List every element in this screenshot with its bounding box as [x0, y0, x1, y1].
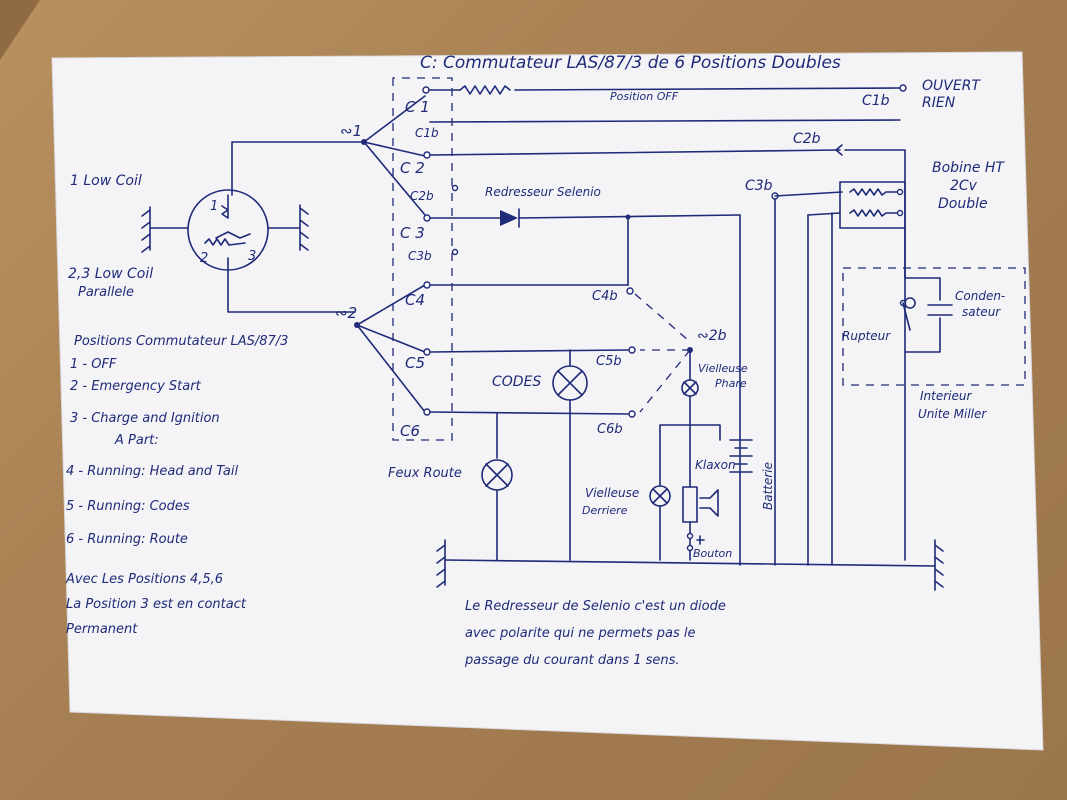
footer-line-1: Le Redresseur de Selenio c'est un diode — [465, 599, 726, 614]
label-c3b: C3b — [745, 178, 773, 194]
label-codes: CODES — [492, 374, 541, 390]
label-batterie: Batterie — [761, 462, 775, 510]
label-rupteur: Rupteur — [842, 329, 891, 343]
position-item-2: 2 - Emergency Start — [70, 379, 202, 394]
label-c2: C 2 — [400, 159, 425, 177]
label-c5: C5 — [405, 354, 425, 372]
label-n2b: ∾2b — [697, 328, 727, 344]
label-condensateur-2: sateur — [962, 305, 1001, 319]
position-item-3b: A Part: — [114, 433, 159, 448]
label-low-coil: 1 Low Coil — [70, 173, 142, 189]
miller-unit-box — [842, 267, 1026, 386]
label-c2b: C2b — [793, 131, 821, 147]
ground-bus — [444, 559, 936, 567]
position-item-6: 6 - Running: Route — [66, 532, 188, 547]
label-position-off: Position OFF — [610, 90, 679, 103]
bobine-box — [839, 181, 906, 229]
label-bobine-3: Double — [938, 196, 988, 212]
rupteur-symbol — [902, 297, 916, 331]
label-c1: C 1 — [405, 98, 430, 116]
label-bouton: Bouton — [693, 547, 732, 560]
label-c6b: C6b — [597, 422, 623, 437]
label-c6: C6 — [400, 422, 420, 440]
label-c4b: C4b — [592, 289, 618, 304]
paper-sheet — [51, 51, 1044, 751]
label-vieilleuse-derriere-1: Vielleuse — [585, 486, 639, 500]
label-n1: ∾1 — [340, 122, 362, 140]
label-redresseur: Redresseur Selenio — [485, 185, 601, 199]
positions-heading: Positions Commutateur LAS/87/3 — [74, 334, 288, 349]
position-item-1: 1 - OFF — [70, 357, 117, 372]
label-n2: ∾2 — [335, 304, 357, 322]
label-vieilleuse-phare-2: Phare — [715, 377, 747, 390]
label-interieur-2: Unite Miller — [918, 407, 987, 421]
footer-line-2: avec polarite qui ne permets pas le — [465, 626, 696, 641]
label-c4: C4 — [405, 291, 425, 309]
label-feux-route: Feux Route — [388, 466, 462, 481]
label-c1b-small: C1b — [415, 126, 439, 140]
positions-note-2: La Position 3 est en contact — [66, 597, 247, 612]
commutator-box — [392, 77, 453, 441]
battery-symbol — [729, 439, 753, 473]
label-interieur-1: Interieur — [920, 389, 972, 403]
label-condensateur-1: Conden- — [955, 289, 1005, 303]
position-item-5: 5 - Running: Codes — [66, 499, 190, 514]
label-vieilleuse-phare-1: Vielleuse — [698, 362, 748, 375]
label-low-coil-23-2: Parallele — [78, 285, 134, 300]
footer-note: Le Redresseur de Selenio c'est un diode … — [464, 599, 726, 668]
label-ouvert: OUVERT — [922, 78, 981, 94]
positions-note-1: Avec Les Positions 4,5,6 — [65, 572, 223, 587]
label-c1b: C1b — [862, 93, 890, 109]
label-low-coil-23-1: 2,3 Low Coil — [68, 266, 153, 282]
diode-symbol — [500, 210, 518, 226]
label-c2b-small: C2b — [410, 189, 434, 203]
label-bobine-1: Bobine HT — [932, 160, 1005, 176]
position-item-3: 3 - Charge and Ignition — [70, 411, 220, 426]
resistor-off — [459, 85, 511, 95]
condenser-symbol — [927, 304, 953, 316]
positions-legend: Positions Commutateur LAS/87/3 1 - OFF 2… — [65, 334, 288, 637]
position-item-4: 4 - Running: Head and Tail — [66, 464, 238, 479]
label-klaxon: Klaxon — [695, 458, 736, 472]
label-coil-2: 2 — [200, 251, 208, 266]
label-coil-3: 3 — [248, 249, 256, 264]
label-bobine-2: 2Cv — [950, 178, 978, 194]
label-rien: RIEN — [922, 95, 956, 111]
label-c5b: C5b — [596, 354, 622, 369]
footer-line-3: passage du courant dans 1 sens. — [464, 653, 680, 668]
label-vieilleuse-derriere-2: Derriere — [582, 504, 628, 517]
diagram-title: C: Commutateur LAS/87/3 de 6 Positions D… — [420, 53, 841, 73]
label-coil-1: 1 — [210, 199, 218, 214]
bobine-winding-1 — [849, 188, 901, 196]
label-c3: C 3 — [400, 224, 425, 242]
table-corner — [0, 0, 40, 60]
label-c3b-small: C3b — [408, 249, 432, 263]
bobine-winding-2 — [849, 209, 901, 217]
positions-note-3: Permanent — [66, 622, 138, 637]
